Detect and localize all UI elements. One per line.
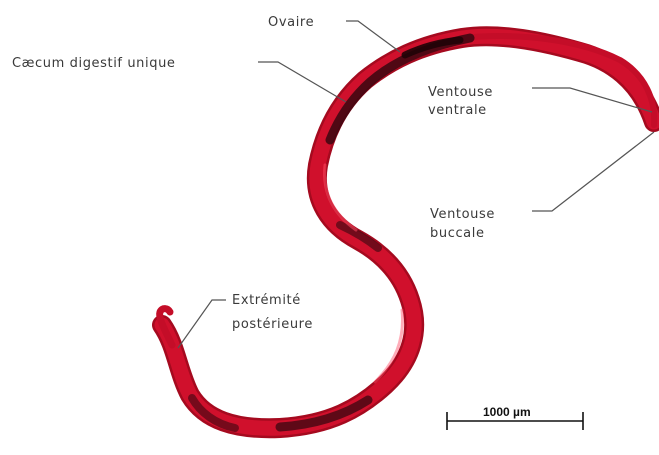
leader-posterior-end [178, 300, 226, 348]
label-posterior-end-2: postérieure [232, 317, 313, 332]
worm-body-core [162, 36, 654, 428]
label-posterior-end-1: Extrémité [232, 293, 301, 308]
worm-body [160, 36, 655, 428]
leader-oral-sucker [532, 132, 654, 211]
leader-ovary [346, 21, 400, 52]
label-caecum: Cæcum digestif unique [12, 56, 176, 71]
label-ovary: Ovaire [268, 15, 314, 30]
label-ventral-sucker-1: Ventouse [428, 85, 493, 100]
label-ventral-sucker-2: ventrale [428, 103, 487, 118]
scale-bar-label: 1000 µm [483, 405, 531, 419]
leader-caecum [258, 62, 346, 102]
label-oral-sucker-2: buccale [430, 226, 485, 241]
scale-bar: 1000 µm [447, 405, 583, 430]
label-oral-sucker-1: Ventouse [430, 207, 495, 222]
